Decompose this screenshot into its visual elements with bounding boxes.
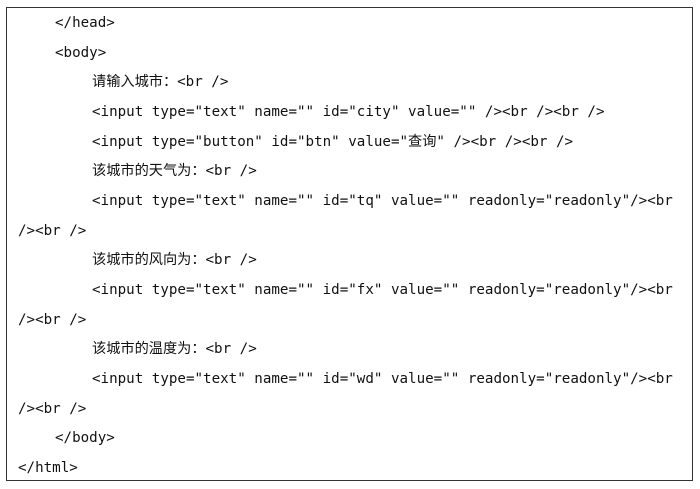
code-line: 该城市的温度为：<br /> [92,341,257,357]
code-line: <input type="text" name="" id="wd" value… [92,371,673,387]
code-line: <input type="button" id="btn" value="查询"… [92,134,574,150]
code-line: 请输入城市：<br /> [92,74,229,90]
code-line: </head> [55,15,115,31]
code-listing-box: </head> <body> 请输入城市：<br /> <input type=… [6,7,693,481]
code-line: <body> [55,45,107,61]
code-line: /><br /> [18,223,87,239]
code-line: 该城市的天气为：<br /> [92,163,257,179]
code-line: <input type="text" name="" id="city" val… [92,104,605,120]
code-line: /><br /> [18,312,87,328]
code-line: 该城市的风向为：<br /> [92,252,257,268]
code-line: </html> [18,460,78,476]
code-line: <input type="text" name="" id="tq" value… [92,193,673,209]
code-line: <input type="text" name="" id="fx" value… [92,282,673,298]
code-line: </body> [55,430,115,446]
code-line: /><br /> [18,401,87,417]
